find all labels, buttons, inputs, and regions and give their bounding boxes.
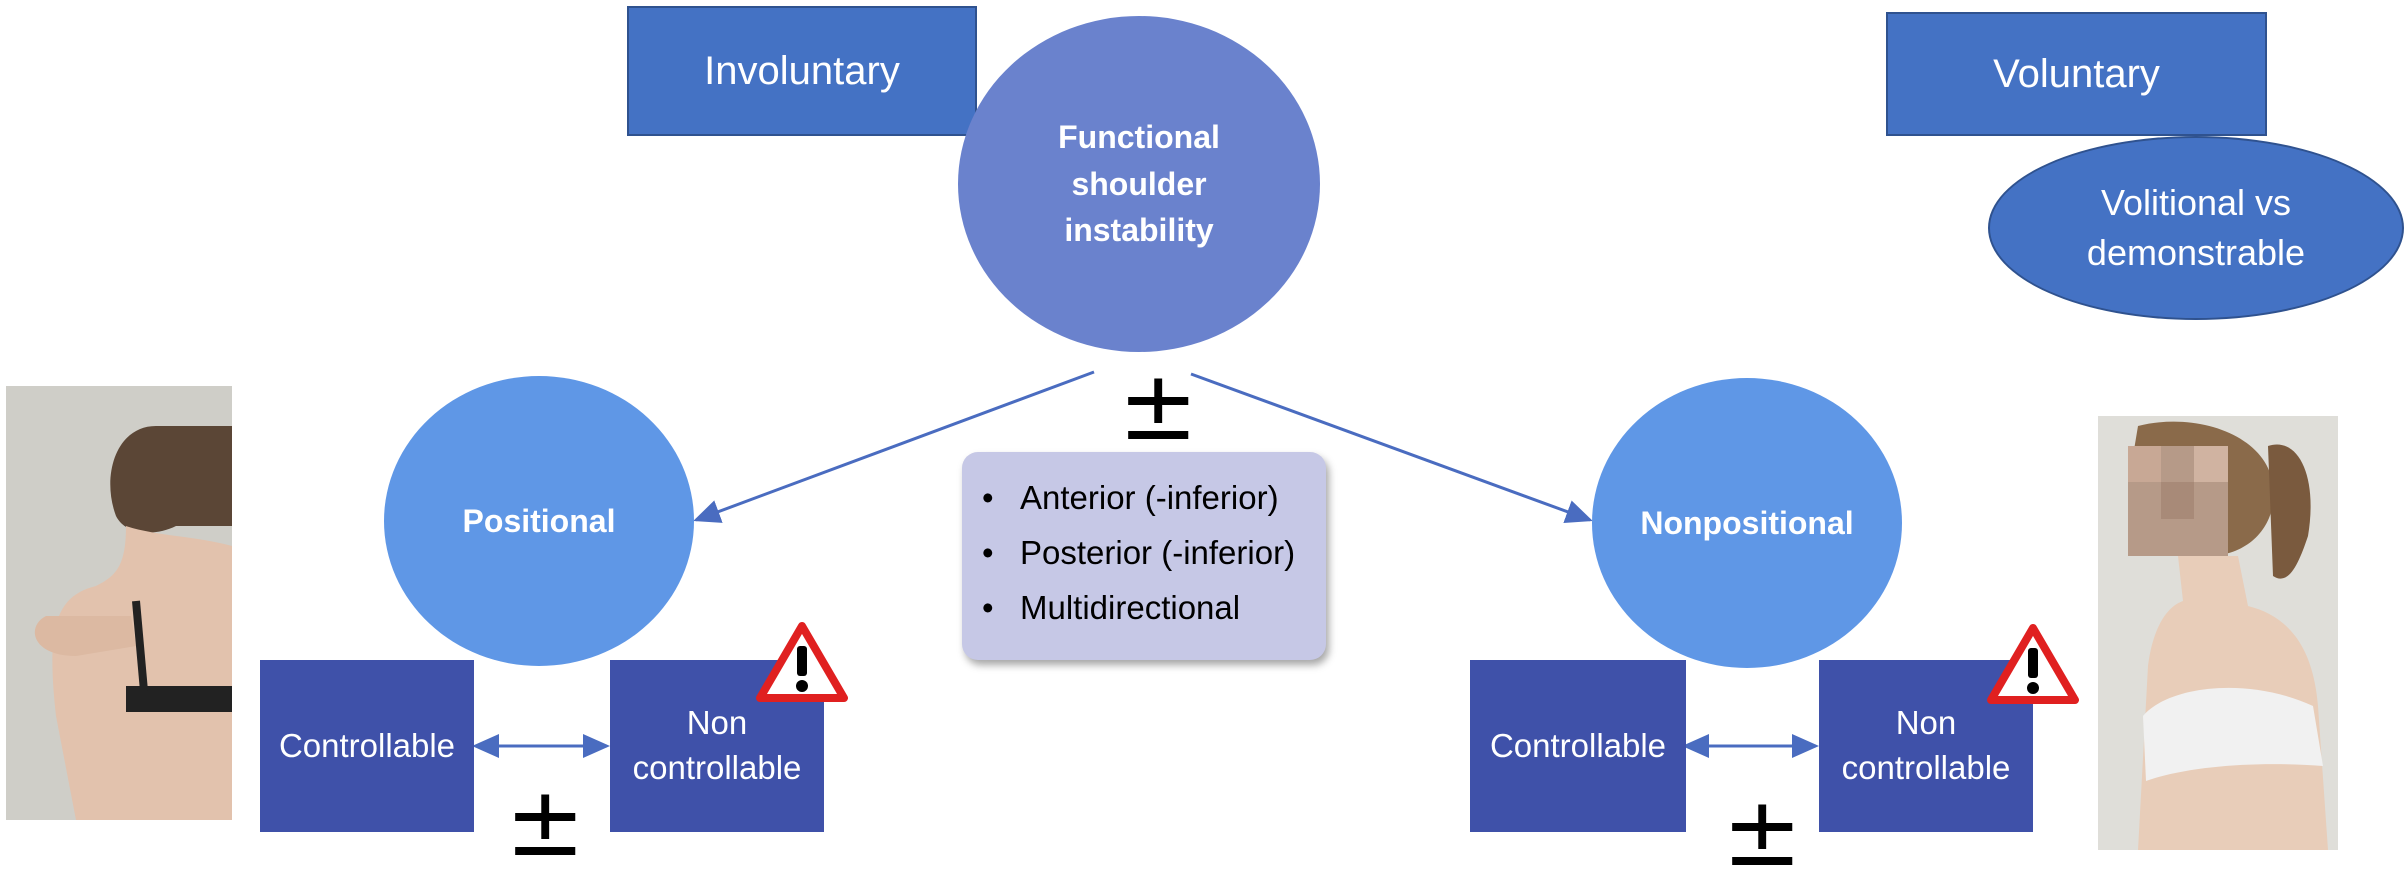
right-side-photo [2098, 416, 2338, 850]
left-back-photo-drawing [6, 386, 232, 820]
arrow-to-positional [693, 370, 1095, 523]
directions-box: Anterior (-inferior) Posterior (-inferio… [962, 452, 1326, 660]
left-back-photo [6, 386, 232, 820]
nonpositional-circle: Nonpositional [1592, 378, 1902, 668]
volitional-label: Volitional vs demonstrable [2086, 181, 2306, 273]
direction-item: Anterior (-inferior) [974, 470, 1314, 525]
warning-icon [1987, 624, 2079, 704]
functional-instability-title: Functional shoulder instability [1058, 119, 1220, 249]
positional-circle: Positional [384, 376, 694, 666]
right-side-photo-drawing [2098, 416, 2338, 850]
warning-icon [756, 622, 848, 702]
nonpositional-label: Nonpositional [1640, 504, 1854, 541]
right-controllable-box: Controllable [1470, 660, 1686, 832]
right-plus-minus: ± [1722, 776, 1803, 888]
directions-list: Anterior (-inferior) Posterior (-inferio… [974, 470, 1314, 635]
voluntary-box: Voluntary [1886, 12, 2267, 136]
direction-item: Posterior (-inferior) [974, 525, 1314, 580]
right-controllable-label: Controllable [1489, 726, 1667, 764]
direction-item: Multidirectional [974, 580, 1314, 635]
positional-label: Positional [462, 502, 616, 539]
right-noncontrollable-label: Non controllable [1841, 704, 2011, 786]
left-controllable-box: Controllable [260, 660, 474, 832]
involuntary-box: Involuntary [627, 6, 977, 136]
involuntary-label: Involuntary [704, 48, 900, 93]
arrow-to-nonpositional [1190, 372, 1593, 524]
left-controllable-label: Controllable [278, 726, 456, 764]
right-warning-icon [1987, 622, 2079, 704]
volitional-ellipse: Volitional vs demonstrable [1988, 136, 2404, 320]
functional-instability-circle: Functional shoulder instability [958, 16, 1320, 352]
left-warning-icon [756, 620, 848, 702]
left-noncontrollable-label: Non controllable [632, 704, 802, 786]
center-plus-minus: ± [1118, 350, 1199, 462]
voluntary-label: Voluntary [1993, 51, 2160, 96]
left-plus-minus: ± [505, 766, 586, 878]
